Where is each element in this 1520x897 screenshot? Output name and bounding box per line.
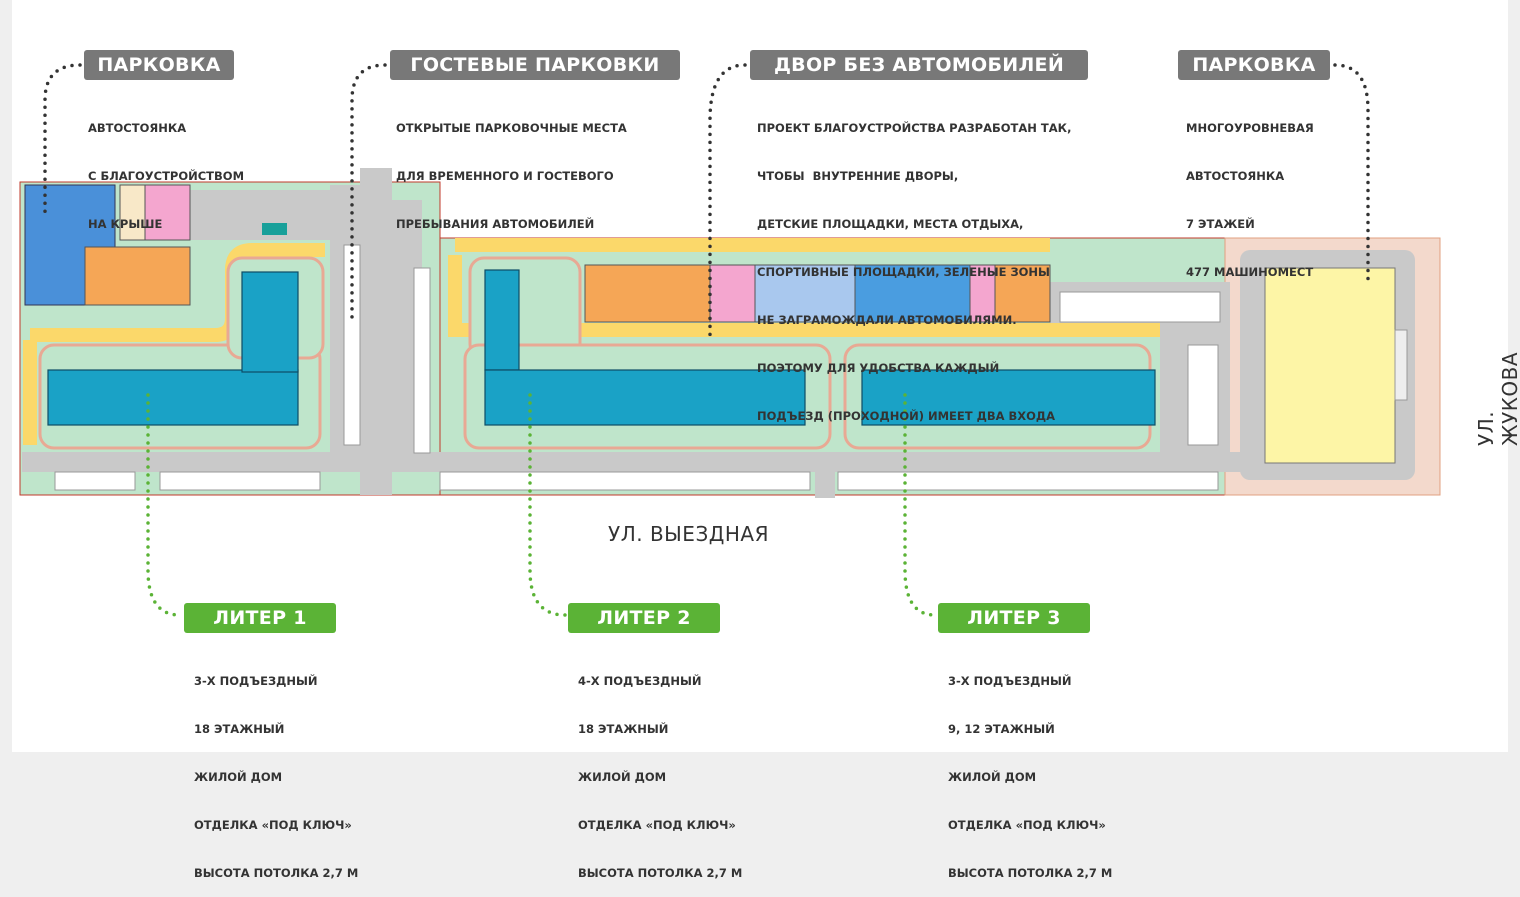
liter-3-tag: ЛИТЕР 3 (938, 603, 1090, 633)
desc-line: ПОЭТОМУ ДЛЯ УДОБСТВА КАЖДЫЙ (757, 361, 1000, 375)
desc-line: ЖИЛОЙ ДОМ (948, 770, 1037, 784)
street-label-east: УЛ. ЖУКОВА (1474, 351, 1520, 446)
desc-line: ЖИЛОЙ ДОМ (194, 770, 283, 784)
residential-buildings (47, 269, 1156, 426)
desc-line: ВЫСОТА ПОТОЛКА 2,7 М (194, 866, 359, 880)
desc-line: 4-Х ПОДЪЕЗДНЫЙ (578, 674, 702, 688)
desc-line: 18 ЭТАЖНЫЙ (194, 722, 285, 736)
desc-line: С БЛАГОУСТРОЙСТВОМ (88, 169, 245, 183)
desc-line: ОТКРЫТЫЕ ПАРКОВОЧНЫЕ МЕСТА (396, 121, 627, 135)
parking-left-tag: ПАРКОВКА (84, 50, 234, 80)
desc-line: ВЫСОТА ПОТОЛКА 2,7 М (578, 866, 743, 880)
multi-level-garage (1264, 267, 1408, 464)
desc-line: 3-Х ПОДЪЕЗДНЫЙ (948, 674, 1072, 688)
desc-line: ОТДЕЛКА «ПОД КЛЮЧ» (194, 818, 352, 832)
liter-2-tag: ЛИТЕР 2 (568, 603, 720, 633)
desc-line: ЖИЛОЙ ДОМ (578, 770, 667, 784)
site-plan (19, 63, 1441, 617)
desc-line: ПОДЪЕЗД (ПРОХОДНОЙ) ИМЕЕТ ДВА ВХОДА (757, 409, 1056, 423)
desc-line: НЕ ЗАГРАМОЖДАЛИ АВТОМОБИЛЯМИ. (757, 313, 1017, 327)
liter-2-description: 4-Х ПОДЪЕЗДНЫЙ 18 ЭТАЖНЫЙ ЖИЛОЙ ДОМ ОТДЕ… (578, 641, 742, 897)
liter-1-tag: ЛИТЕР 1 (184, 603, 336, 633)
parking-right-description: МНОГОУРОВНЕВАЯ АВТОСТОЯНКА 7 ЭТАЖЕЙ 477 … (1186, 88, 1314, 296)
liter-3-description: 3-Х ПОДЪЕЗДНЫЙ 9, 12 ЭТАЖНЫЙ ЖИЛОЙ ДОМ О… (948, 641, 1112, 897)
desc-line: АВТОСТОЯНКА (88, 121, 187, 135)
amenity-blocks (24, 184, 1051, 323)
desc-line: 477 МАШИНОМЕСТ (1186, 265, 1314, 279)
car-free-yard-tag: ДВОР БЕЗ АВТОМОБИЛЕЙ (750, 50, 1088, 80)
parking-left-description: АВТОСТОЯНКА С БЛАГОУСТРОЙСТВОМ НА КРЫШЕ (88, 88, 244, 248)
desc-line: СПОРТИВНЫЕ ПЛОЩАДКИ, ЗЕЛЕНЫЕ ЗОНЫ (757, 265, 1050, 279)
leader-lines (43, 63, 1370, 617)
building-liter-1-wing (241, 271, 299, 373)
yellow-paths (23, 238, 1160, 445)
street-label-south: УЛ. ВЫЕЗДНАЯ (608, 522, 770, 546)
guest-parking-description: ОТКРЫТЫЕ ПАРКОВОЧНЫЕ МЕСТА ДЛЯ ВРЕМЕННОГ… (396, 88, 627, 248)
desc-line: ОТДЕЛКА «ПОД КЛЮЧ» (948, 818, 1106, 832)
building-liter-1 (47, 369, 299, 426)
desc-line: ДЛЯ ВРЕМЕННОГО И ГОСТЕВОГО (396, 169, 614, 183)
liter-1-description: 3-Х ПОДЪЕЗДНЫЙ 18 ЭТАЖНЫЙ ЖИЛОЙ ДОМ ОТДЕ… (194, 641, 358, 897)
car-free-yard-description: ПРОЕКТ БЛАГОУСТРОЙСТВА РАЗРАБОТАН ТАК, Ч… (757, 88, 1071, 440)
desc-line: ПРЕБЫВАНИЯ АВТОМОБИЛЕЙ (396, 217, 595, 231)
desc-line: 7 ЭТАЖЕЙ (1186, 217, 1255, 231)
desc-line: 18 ЭТАЖНЫЙ (578, 722, 669, 736)
building-liter-2 (484, 369, 806, 426)
desc-line: ЧТОБЫ ВНУТРЕННИЕ ДВОРЫ, (757, 169, 959, 183)
desc-line: МНОГОУРОВНЕВАЯ (1186, 121, 1314, 135)
desc-line: ВЫСОТА ПОТОЛКА 2,7 М (948, 866, 1113, 880)
desc-line: ПРОЕКТ БЛАГОУСТРОЙСТВА РАЗРАБОТАН ТАК, (757, 121, 1072, 135)
guest-parking-tag: ГОСТЕВЫЕ ПАРКОВКИ (390, 50, 680, 80)
parking-right-tag: ПАРКОВКА (1178, 50, 1330, 80)
desc-line: НА КРЫШЕ (88, 217, 163, 231)
building-liter-2-wing (484, 269, 520, 371)
desc-line: 9, 12 ЭТАЖНЫЙ (948, 722, 1055, 736)
desc-line: ДЕТСКИЕ ПЛОЩАДКИ, МЕСТА ОТДЫХА, (757, 217, 1024, 231)
building-liter-3 (861, 369, 1156, 426)
parking-stripes (54, 244, 1221, 491)
desc-line: ОТДЕЛКА «ПОД КЛЮЧ» (578, 818, 736, 832)
desc-line: 3-Х ПОДЪЕЗДНЫЙ (194, 674, 318, 688)
desc-line: АВТОСТОЯНКА (1186, 169, 1285, 183)
